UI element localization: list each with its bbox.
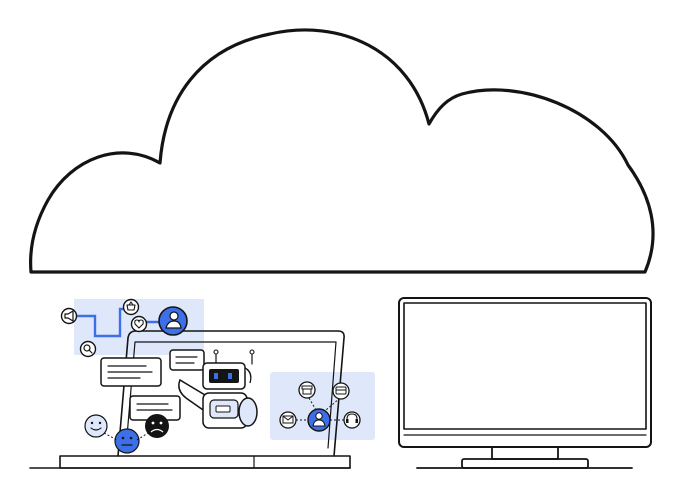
customer-user-icon [307,408,331,432]
heart-icon [130,315,148,333]
megaphone-icon [60,307,78,325]
smile-face-icon [84,414,108,438]
chatbot-robot-icon [178,349,258,429]
monitor-screen [403,302,647,430]
neutral-face-icon [114,428,140,454]
laptop [29,330,351,469]
search-icon [79,340,97,358]
credit-card-icon [332,382,350,400]
user-profile-icon [158,306,188,336]
headset-icon [343,411,361,429]
chat-bubble-large [100,357,162,387]
sad-face-icon [145,414,169,438]
storefront-icon [298,381,316,399]
mail-icon [279,411,297,429]
chat-bubble-right [169,349,205,371]
shopping-basket-icon [122,298,140,316]
